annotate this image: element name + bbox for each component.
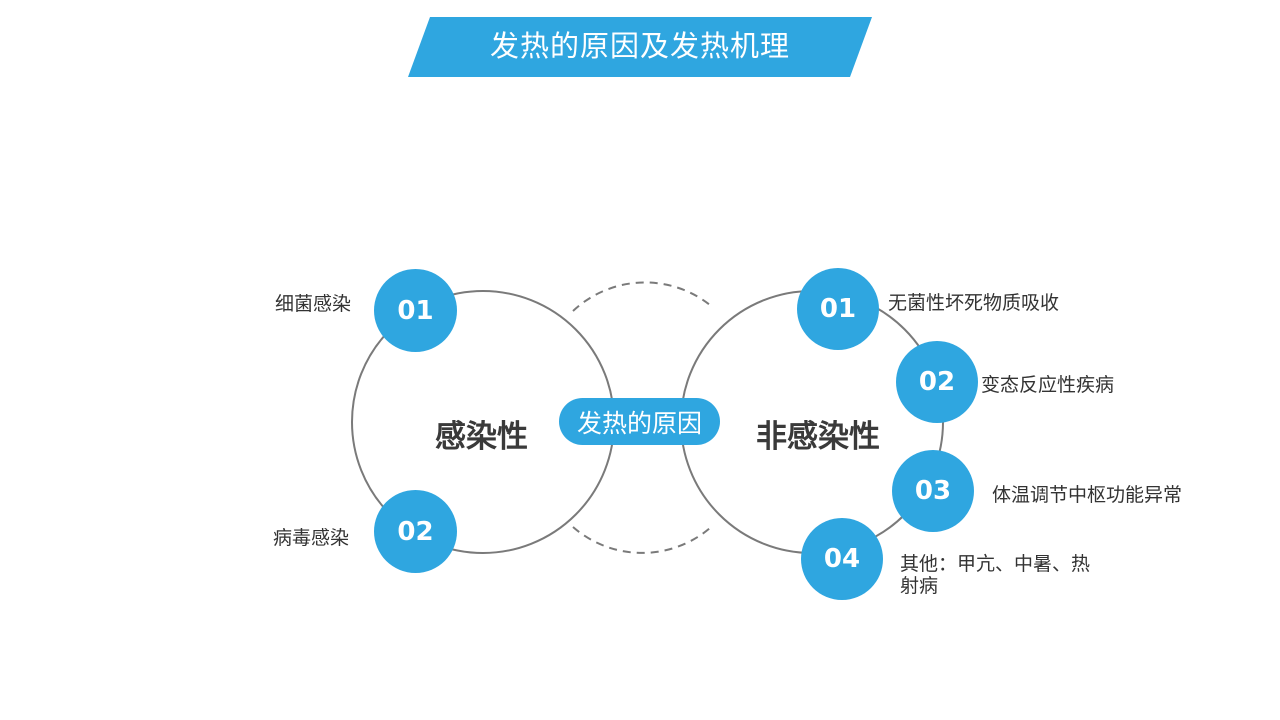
right-item-label-03: 体温调节中枢功能异常 xyxy=(992,484,1183,506)
right-node-03: 03 xyxy=(892,450,974,532)
right-node-04: 04 xyxy=(801,518,883,600)
left-group-label: 感染性 xyxy=(435,419,528,455)
bottom-dashed-arc xyxy=(572,526,711,554)
right-group-label: 非感染性 xyxy=(756,419,880,455)
left-item-label-01: 细菌感染 xyxy=(275,293,352,315)
top-dashed-arc xyxy=(572,281,711,312)
right-item-label-02: 变态反应性疾病 xyxy=(981,374,1115,396)
left-item-label-02: 病毒感染 xyxy=(273,527,350,549)
title-banner: 发热的原因及发热机理 xyxy=(408,17,872,77)
left-node-02: 02 xyxy=(374,490,457,573)
title-banner-shape xyxy=(408,17,872,77)
page-title: 发热的原因及发热机理 xyxy=(489,29,790,63)
right-item-label-01: 无菌性坏死物质吸收 xyxy=(888,292,1060,314)
right-node-01: 01 xyxy=(797,268,879,350)
left-node-01: 01 xyxy=(374,269,457,352)
right-node-02: 02 xyxy=(896,341,978,423)
right-item-label-04: 其他：甲亢、中暑、热 射病 xyxy=(900,553,1091,597)
center-label: 发热的原因 xyxy=(559,398,720,445)
